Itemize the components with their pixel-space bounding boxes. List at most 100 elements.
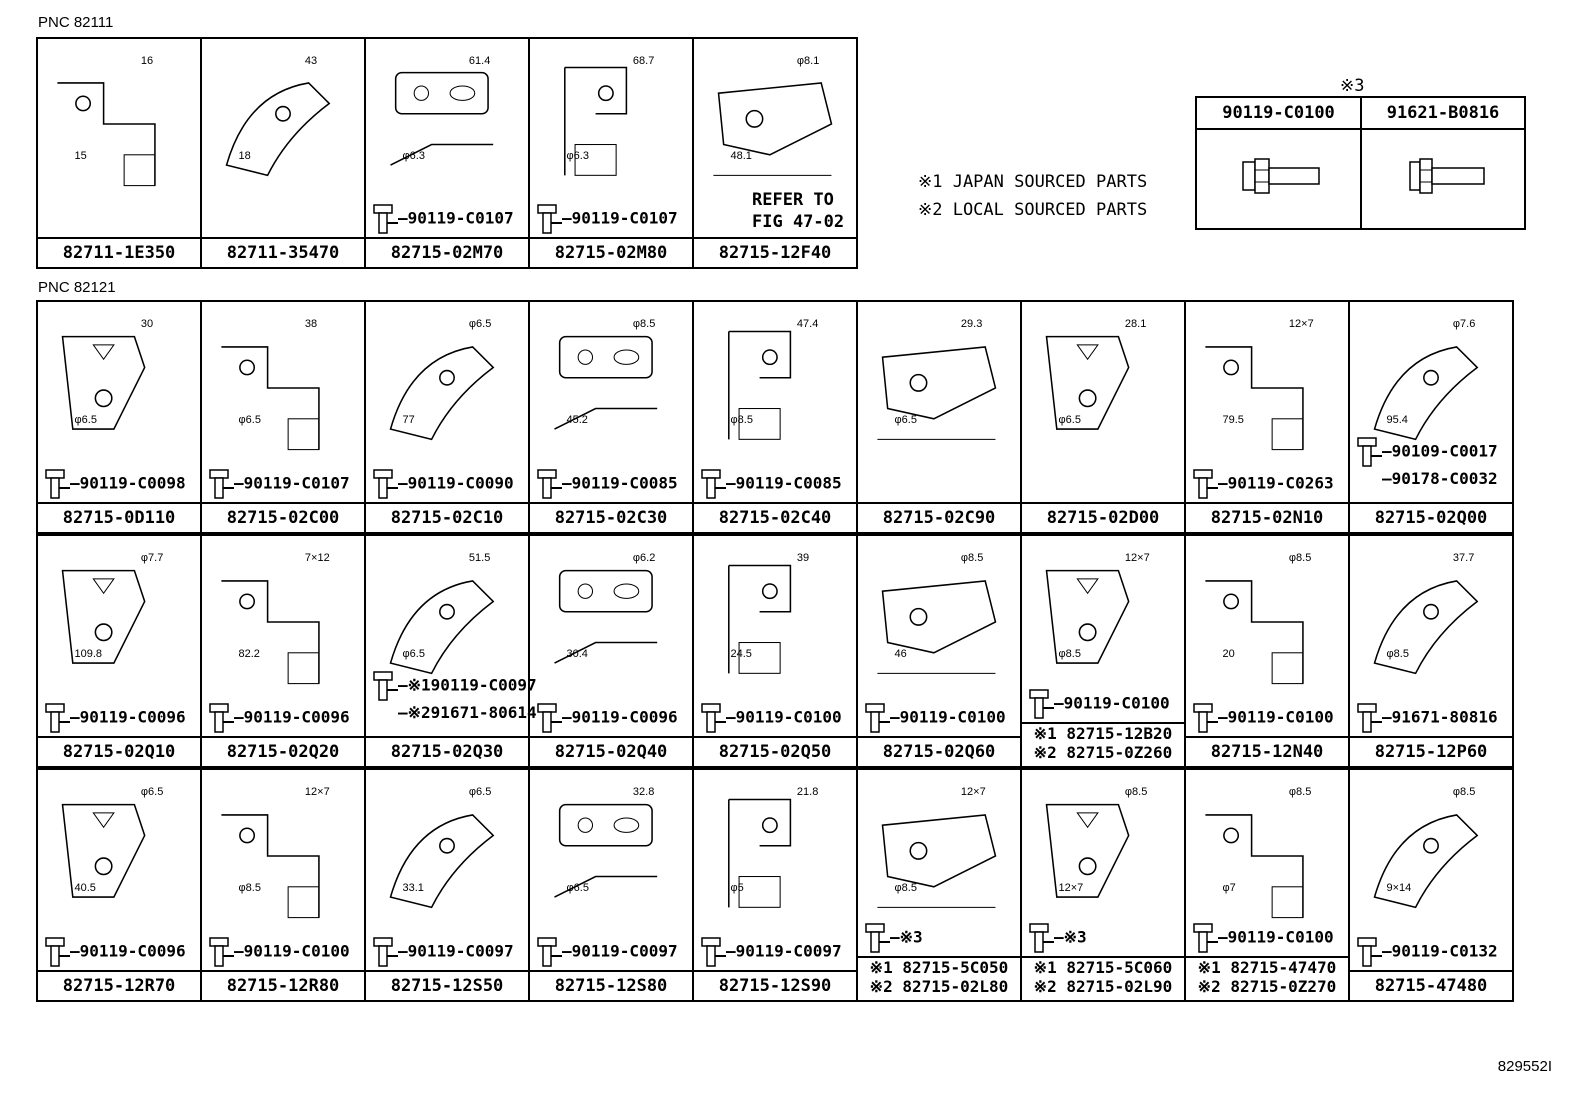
- part-number: 82715-12F40: [694, 237, 856, 267]
- bolt-callout: —※3: [1026, 922, 1087, 954]
- note-japan-sourced: ※1 JAPAN SOURCED PARTS: [918, 172, 1148, 192]
- dimension-label: 7×12: [304, 552, 330, 564]
- bolt-icon: [209, 937, 234, 967]
- dimension-label: φ7.6: [1452, 318, 1476, 330]
- bolt-part-number: —90119-C0097: [562, 941, 678, 961]
- dimension-label: 45.2: [566, 414, 588, 427]
- part-illustration: [862, 540, 1016, 734]
- bolt-callout: —90119-C0085: [534, 468, 678, 500]
- bolt-part-number: —※3: [1054, 927, 1087, 947]
- bolt-part-number: —90119-C0096: [70, 707, 186, 727]
- dimension-label: φ6.5: [1058, 414, 1081, 427]
- bolt-icon: [537, 937, 562, 967]
- part-illustration: [534, 774, 688, 968]
- bolt-part-number: —90119-C0100: [890, 707, 1006, 727]
- part-number: 82711-1E350: [38, 237, 200, 267]
- part-number-local: ※2 82715-02L90: [1033, 977, 1173, 996]
- dimension-label: 21.8: [796, 786, 819, 798]
- dimension-label: φ8.1: [796, 55, 820, 67]
- part-illustration: [42, 306, 196, 500]
- bolt-icon: [373, 469, 398, 499]
- dimension-label: 61.4: [468, 55, 491, 67]
- bolt-callout: —90109-C0017: [1354, 436, 1498, 468]
- bolt-part-number: —90119-C0096: [234, 707, 350, 727]
- part-illustration: [206, 774, 360, 968]
- bolt-callout: —※190119-C0097: [370, 670, 537, 702]
- dimension-label: φ6.5: [140, 786, 164, 798]
- part-illustration: [1026, 774, 1180, 954]
- diagram-id: 829552I: [1497, 1058, 1552, 1075]
- bolt-icon: [373, 937, 398, 967]
- part-illustration: [206, 540, 360, 734]
- refer-line-1: REFER TO: [752, 190, 834, 210]
- pnc-label-82111: PNC 82111: [38, 14, 114, 31]
- bolt-part-number: —※291671-80614: [398, 703, 537, 722]
- bolt-part-number: —90119-C0263: [1218, 473, 1334, 493]
- dimension-label: φ6.5: [74, 414, 97, 427]
- dimension-label: 12×7: [1288, 318, 1314, 330]
- part-number: 82711-35470: [202, 237, 364, 267]
- bolt-part-number: —90119-C0132: [1382, 941, 1498, 961]
- part-illustration: [862, 306, 1016, 500]
- bolt-part-number: —90119-C0100: [1218, 927, 1334, 947]
- bolt-callout: —90119-C0096: [534, 702, 678, 734]
- part-number-local: ※2 82715-0Z270: [1197, 977, 1337, 996]
- bolt-callout: —90119-C0100: [862, 702, 1006, 734]
- dimension-label: φ6.5: [566, 882, 589, 895]
- part-illustration: [1026, 306, 1180, 500]
- bolt-part-number: —90119-C0100: [726, 707, 842, 727]
- bolt-callout: —90119-C0100: [206, 936, 350, 968]
- bolt-icon: [1193, 703, 1218, 733]
- part-number: 82715-12N40: [1186, 736, 1348, 766]
- bolt-callout: —90119-C0097: [370, 936, 514, 968]
- part-illustration: [698, 540, 852, 734]
- dimension-label: 47.4: [796, 318, 819, 330]
- part-number: 82715-02C00: [202, 502, 364, 532]
- dimension-label: 12×7: [304, 786, 330, 798]
- table3-mark: ※3: [1340, 76, 1365, 96]
- bolt-callout: —90119-C0097: [534, 936, 678, 968]
- part-number-japan: ※1 82715-47470: [1197, 958, 1337, 977]
- part-number: 82715-12S80: [530, 970, 692, 1000]
- bolt-part-number: —90119-C0107: [234, 473, 350, 493]
- part-number: 82715-02C90: [858, 502, 1020, 532]
- bolt-callout: —90119-C0263: [1190, 468, 1334, 500]
- part-illustration: [370, 540, 524, 720]
- dimension-label: φ8.5: [960, 552, 984, 564]
- bolt-callout: —90119-C0096: [42, 936, 186, 968]
- bolt-callout: —90119-C0096: [42, 702, 186, 734]
